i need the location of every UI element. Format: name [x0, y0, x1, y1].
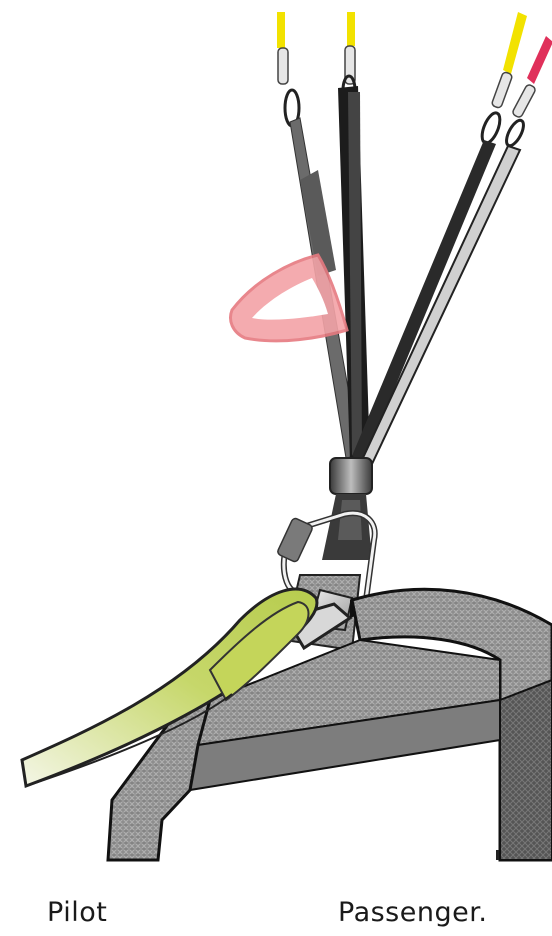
line-tip-yellow-left — [277, 12, 285, 48]
maillon-icon — [278, 46, 536, 118]
riser-webbing — [322, 494, 372, 560]
riser-cuff — [330, 458, 372, 494]
riser-front — [352, 140, 520, 464]
line-tip-yellow-right — [503, 12, 527, 74]
line-tip-yellow-center — [347, 12, 355, 46]
tandem-spreader-illustration — [0, 0, 552, 880]
passenger-label: Passenger. — [338, 897, 487, 928]
line-tip-red — [527, 36, 552, 84]
pilot-label: Pilot — [47, 897, 107, 928]
